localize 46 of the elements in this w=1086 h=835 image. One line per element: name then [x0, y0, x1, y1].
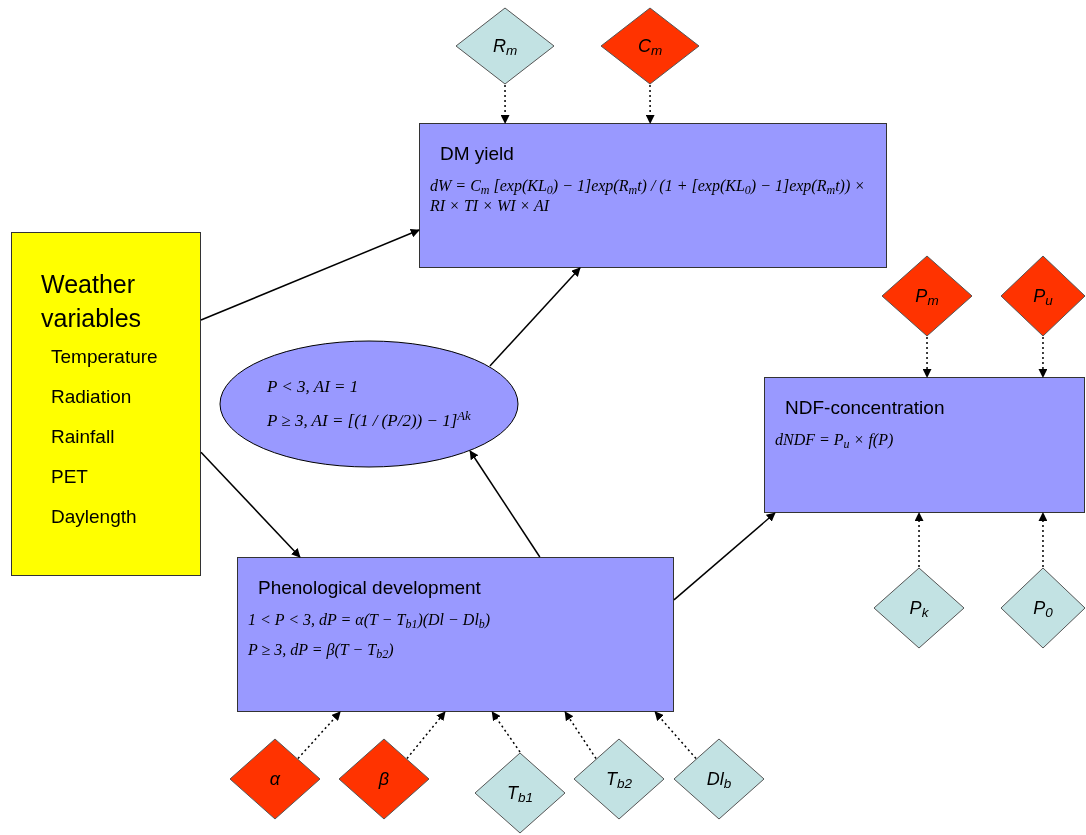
dotted-arrow: [406, 711, 446, 760]
dotted-arrow: [1038, 336, 1048, 378]
parameter-symbol: β: [378, 768, 390, 790]
dotted-arrow: [645, 84, 655, 124]
process-box: [419, 123, 887, 268]
box-heading: NDF-concentration: [785, 396, 945, 420]
formula: P ≥ 3, AI = [(1 / (P/2)) − 1]$^{Ak}$: [267, 410, 471, 432]
variable-name: Temperature: [51, 345, 158, 369]
parameter-symbol: R$_{m}$: [492, 35, 518, 57]
box-heading: Phenological development: [258, 576, 481, 600]
parameter-symbol: P$_{u}$: [1033, 285, 1053, 307]
formula: P < 3, AI = 1: [267, 376, 359, 398]
variable-name: Radiation: [51, 385, 132, 409]
process-box: [237, 557, 674, 712]
variable-name: PET: [51, 465, 88, 489]
variable-name: Daylength: [51, 505, 137, 529]
parameter-symbol: T$_{b2}$: [606, 768, 632, 790]
dotted-arrow: [500, 84, 510, 124]
parameter-symbol: P$_{k}$: [909, 597, 929, 619]
parameter-symbol: α: [269, 768, 281, 790]
parameter-symbol: T$_{b1}$: [507, 782, 533, 804]
box-heading: DM yield: [440, 142, 514, 166]
formula: P ≥ 3, dP = β(T − T$_{b2}$): [248, 640, 395, 660]
parameter-symbol: C$_{m}$: [637, 35, 663, 57]
arrow: [469, 450, 541, 558]
dotted-arrow: [297, 711, 341, 760]
formula: dW = C$_{m}$ [exp(KL$_{0}$) − 1]exp(R$_{m}$t) / (1 + [exp(KL$_{0}$) − 1]exp(R$_{m}$t)) × RI × TI × WI × AI: [430, 176, 866, 216]
dotted-arrow: [922, 336, 932, 378]
dotted-arrow: [914, 512, 924, 568]
dotted-arrow: [564, 711, 597, 760]
dotted-arrow: [654, 711, 697, 760]
parameter-symbol: P$_{m}$: [915, 285, 939, 307]
arrow: [200, 451, 301, 558]
box-heading: Weather variables: [41, 269, 143, 334]
dotted-arrow: [491, 711, 521, 753]
arrow: [200, 228, 420, 321]
parameter-symbol: P$_{0}$: [1033, 597, 1053, 619]
formula: dNDF = P$_{u}$ × f(P): [775, 430, 895, 450]
variables-box: [11, 232, 201, 576]
formula: 1 < P < 3, dP = α(T − T$_{b1}$)(Dl − Dl$_{b}$): [248, 610, 492, 630]
arrow: [489, 267, 581, 367]
variable-name: Rainfall: [51, 425, 115, 449]
parameter-symbol: Dl$_{b}$: [706, 768, 732, 790]
arrow: [673, 512, 776, 601]
process-box: [764, 377, 1085, 513]
dotted-arrow: [1038, 512, 1048, 568]
